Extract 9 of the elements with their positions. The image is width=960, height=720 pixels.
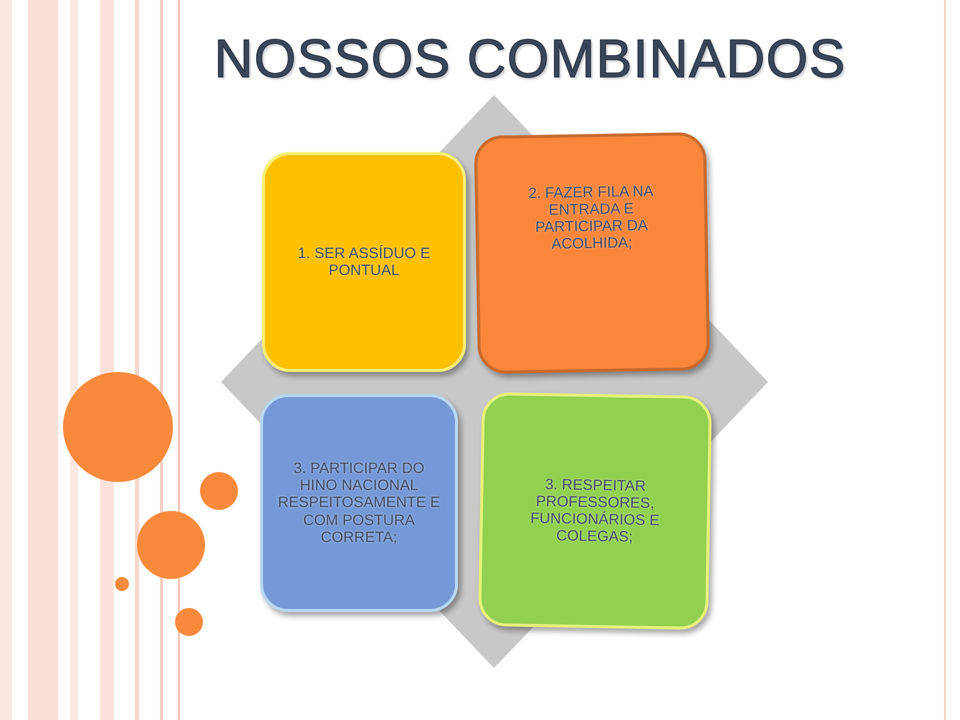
card-text: 3. RESPEITAR PROFESSORES, FUNCIONÁRIOS E COLEGAS;	[529, 474, 661, 548]
title: NOSSOS COMBINADOS	[212, 28, 848, 90]
rounded-card	[478, 392, 712, 630]
rounded-card	[262, 152, 466, 372]
card-text: 1. SER ASSÍDUO E PONTUAL	[296, 244, 432, 280]
card-text: 3. PARTICIPAR DO HINO NACIONAL RESPEITOSAMENTE E COM POSTURA CORRETA;	[277, 460, 441, 546]
rounded-card	[474, 132, 710, 374]
card-text: 2. FAZER FILA NA ENTRADA E PARTICIPAR DA ACOLHIDA;	[527, 182, 655, 254]
rounded-card	[260, 394, 458, 612]
